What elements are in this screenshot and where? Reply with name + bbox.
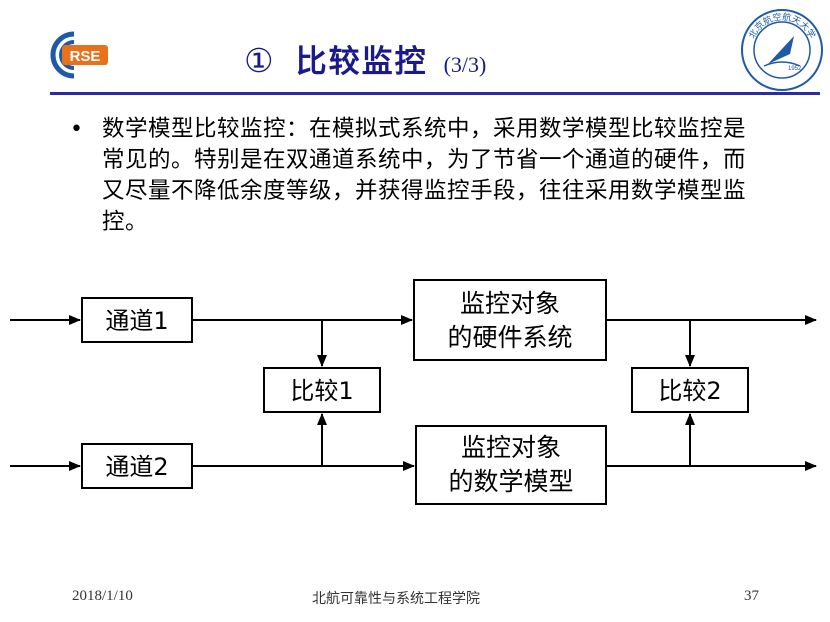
compare2-block [631,367,749,413]
footer-organization: 北航可靠性与系统工程学院 [312,591,480,607]
bullet-item: • 数学模型比较监控：在模拟式系统中，采用数学模型比较监控是常见的。特别是在双通… [70,114,750,238]
compare1-block [263,367,381,413]
channel1-label: 通道1 [105,307,168,335]
channel2-label: 通道2 [105,453,168,481]
footer-date: 2018/1/10 [72,588,133,604]
bullet-text: 数学模型比较监控：在模拟式系统中，采用数学模型比较监控是常见的。特别是在双通道系… [102,116,747,235]
rse-logo-text: RSE [70,48,101,65]
bullet-dot-icon: • [70,117,83,142]
hardware-label-line2: 的硬件系统 [447,323,572,352]
university-seal-year: 1952 [788,66,802,72]
title-page-indicator: (3/3) [443,52,487,77]
monitoring-diagram: 通道1 监控对象 的硬件系统 通道2 监控对象 的数学模型 比较1 比较2 [10,279,817,505]
rse-logo: RSE [50,31,108,79]
title-divider [50,92,820,95]
university-seal: 北京航空航天大学 1952 [741,9,823,91]
hardware-label-line1: 监控对象 [460,289,560,318]
math-model-block [415,425,607,505]
compare2-label: 比较2 [658,377,721,405]
hardware-system-block [413,279,607,361]
seal-plane-icon [768,36,794,64]
channel1-block [81,297,193,343]
title-number: ① [244,41,274,80]
title-text: 比较监控 [295,44,428,80]
model-label-line2: 的数学模型 [448,467,573,496]
page-title: ① 比较监控 (3/3) [244,36,486,86]
model-label-line1: 监控对象 [461,433,561,462]
compare1-label: 比较1 [290,377,353,405]
page-number: 37 [744,588,759,604]
